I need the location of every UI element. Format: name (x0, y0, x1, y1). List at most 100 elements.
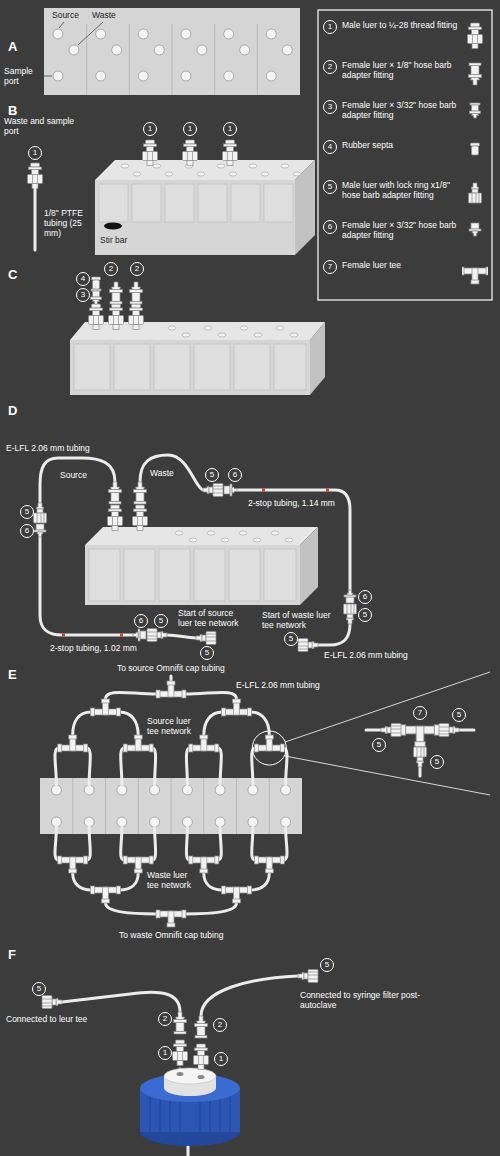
cap-tubing-part (201, 976, 298, 1016)
tee-network-tubing-part (218, 827, 222, 860)
callout-number: 7 (413, 706, 427, 720)
manifold-block-part-part (99, 184, 128, 222)
tee-network-tubing-part (459, 729, 474, 732)
tee-network-tubing-part (73, 873, 92, 890)
plate-top-view-part-part (181, 29, 191, 39)
zoom-inset-part (414, 747, 427, 767)
legend-sample-shape (469, 183, 482, 203)
legend-text: Female luer × 3/32" hose barb adapter fi… (342, 100, 458, 120)
callout-number: 5 (154, 614, 168, 628)
tubing-part (40, 537, 133, 635)
zoom-inset-part (401, 725, 440, 747)
manifold-block-part-part (281, 164, 289, 168)
manifold-block-part (95, 160, 315, 180)
tubing-stop-marks-part (62, 634, 65, 637)
plate-top-view-part (44, 8, 300, 95)
callout-number: 1 (28, 146, 42, 160)
manifold-block-part-part (198, 184, 227, 222)
plate-top-view-part-part (154, 45, 164, 55)
cap-tubing (62, 976, 298, 1016)
callout-number: 3 (76, 288, 90, 302)
plate-top-view-part-part (112, 45, 122, 55)
part-label: Source (60, 470, 87, 480)
manifold-block-part (104, 223, 122, 230)
manifold-block-part (85, 527, 318, 545)
plate-top-view-part-part (138, 71, 148, 81)
plate-top-view-part (51, 785, 290, 827)
manifold-block-part-part (114, 344, 150, 390)
tee-network-tubing-part (87, 827, 91, 860)
tee-network-tubing (55, 676, 474, 914)
part-label: Connected to leur tee (6, 1014, 87, 1024)
manifold-block-part-part (121, 164, 129, 168)
callout-number: 6 (134, 614, 148, 628)
fittings-d-part (134, 482, 147, 504)
part-label: Waste and sample port (4, 116, 76, 136)
legend-text: Male luer with lock ring x1/8" hose barb… (342, 180, 458, 200)
callout-number: 5 (452, 708, 466, 722)
plate-top-view-part (53, 29, 292, 81)
manifold-block-part (89, 549, 296, 601)
fittings-d-part (34, 503, 47, 523)
manifold-block-part-part (271, 531, 279, 535)
manifold-block-part-part (189, 538, 197, 542)
part-label: To waste Omnifit cap tubing (119, 930, 223, 940)
luer-tees-part (254, 735, 284, 752)
legend-sample-shape (469, 223, 481, 236)
tubing-part (40, 458, 115, 503)
legend-number: 4 (323, 140, 337, 154)
callout-number: 5 (205, 468, 219, 482)
plate-top-view-part-part (138, 29, 148, 39)
fittings-d-part (203, 484, 223, 497)
legend-number: 3 (323, 100, 337, 114)
manifold-block-part (300, 527, 318, 605)
tee-network-tubing-part (120, 712, 139, 735)
tubing-part (140, 455, 203, 490)
manifold-block (70, 322, 325, 395)
tee-network-tubing-part (152, 748, 155, 785)
manifold-block-part-part (217, 164, 225, 168)
plate-top-view-part (41, 22, 103, 76)
part-label: 2-stop tubing, 1.02 mm (50, 643, 137, 653)
part-label: 2-stop tubing, 1.14 mm (248, 498, 335, 508)
fittings-b-part (223, 140, 238, 166)
tee-network-tubing-part (170, 676, 173, 681)
callout-number: 6 (20, 524, 34, 538)
part-label: Waste luer tee network (147, 870, 201, 890)
plate-top-view-part-part (224, 71, 234, 81)
tee-network-tubing-part (73, 712, 92, 735)
manifold-block-part-part (264, 184, 293, 222)
plate-top-view (40, 778, 302, 834)
manifold-block-part-part (285, 538, 293, 542)
fittings-d-part (109, 482, 122, 504)
zoom-inset-part (439, 724, 459, 737)
callout-number: 5 (20, 505, 34, 519)
fittings-d-part (34, 524, 46, 537)
fittings-c-part (89, 304, 104, 330)
part-label: Source luer tee network (147, 716, 201, 736)
zoom-inset-part (381, 724, 401, 737)
fittings-d-part (147, 629, 167, 642)
plate-label: Source (52, 10, 79, 20)
tee-network-tubing-part (120, 873, 139, 890)
fittings-d-part (224, 484, 237, 496)
legend-sample (462, 100, 488, 130)
part-label: Connected to syringe filter post-autocla… (300, 990, 420, 1010)
tee-network-tubing-part (121, 827, 125, 860)
plate-top-view-part-part (266, 71, 276, 81)
part-label: E-LFL 2.06 mm tubing (324, 650, 408, 660)
manifold-block-part (74, 344, 306, 390)
manifold-block-part-part (194, 344, 230, 390)
tee-network-tubing-part (419, 767, 422, 776)
callout-number: 1 (183, 122, 197, 136)
manifold-block-part (70, 340, 310, 395)
fittings-c (89, 277, 144, 330)
tee-network-tubing-part (185, 692, 237, 699)
legend-number: 5 (323, 180, 337, 194)
panel-letter: D (8, 404, 17, 417)
part-label: Start of waste luer tee network (262, 610, 338, 630)
manifold-block-part-part (234, 344, 270, 390)
plate-top-view-part (40, 778, 302, 834)
zoom-inset-part (285, 672, 490, 795)
tubing-stop-marks-part (326, 489, 329, 492)
